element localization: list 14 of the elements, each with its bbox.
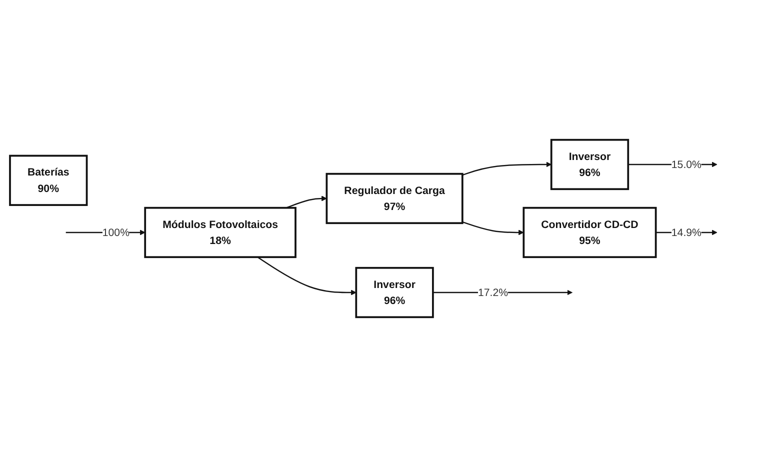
node-box: Baterías 90%: [9, 154, 88, 206]
node-box: Regulador de Carga 97%: [326, 172, 464, 224]
arrow: [462, 221, 524, 236]
node-box: Convertidor CD-CD 95%: [522, 206, 657, 258]
node-box: Inversor 96%: [355, 266, 434, 318]
edge-label: 15.0%: [671, 158, 702, 170]
edge-label: 17.2%: [478, 286, 508, 298]
arrow: [286, 196, 327, 208]
edge-label: 100%: [102, 226, 130, 238]
node-box: Módulos Fotovoltaicos 18%: [144, 206, 296, 258]
arrow: [257, 256, 356, 296]
node-box: Inversor 96%: [550, 138, 630, 190]
edge-label: 14.9%: [671, 226, 702, 238]
arrow: [462, 162, 552, 176]
